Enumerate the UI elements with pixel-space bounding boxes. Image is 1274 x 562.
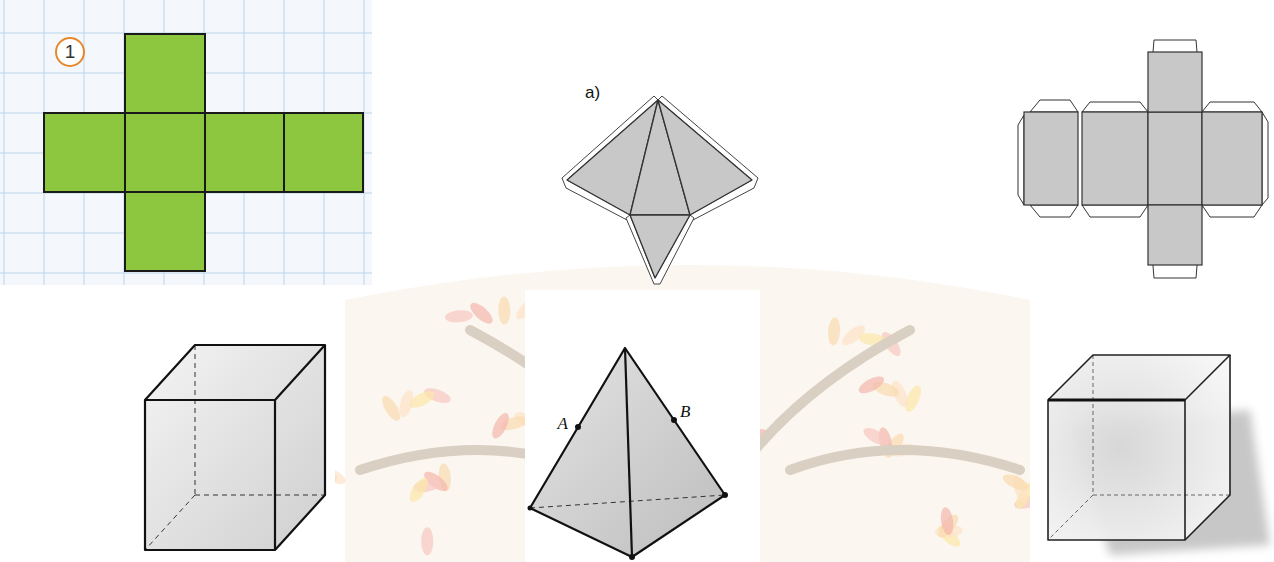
point-label: B [680, 402, 690, 422]
grid-ground [0, 0, 372, 285]
cube-net [44, 34, 363, 271]
tetrahedron [525, 290, 760, 562]
pyramid-net [562, 96, 758, 284]
figure-label: a) [585, 83, 600, 103]
cube-shaded [1030, 340, 1274, 562]
grid-lines [0, 0, 372, 285]
callout-number: 1 [65, 41, 76, 63]
cube-net-tabs [1018, 40, 1268, 278]
point-label: A [558, 414, 568, 434]
callout-circle: 1 [55, 37, 85, 67]
cube [140, 335, 335, 560]
